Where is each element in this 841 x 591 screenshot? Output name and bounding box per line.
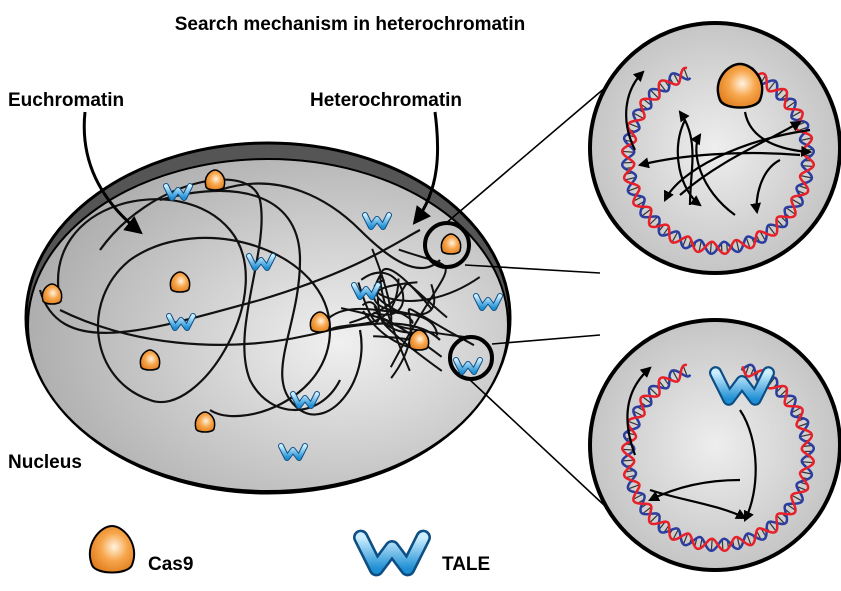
cas9-zoom-marker (423, 221, 471, 269)
cas9-protein-icon (440, 233, 462, 255)
tale-protein-icon (278, 443, 308, 461)
cas9-protein-icon (41, 283, 63, 305)
tale-search-inset (588, 318, 841, 572)
cas9-protein-icon (309, 311, 331, 333)
tale-protein-icon (351, 282, 381, 300)
tale-protein-icon (290, 391, 320, 409)
tale-protein-icon (709, 366, 775, 406)
tale-protein-icon (362, 212, 392, 230)
nucleus (24, 141, 512, 495)
cas9-protein-icon (169, 271, 191, 293)
tale-protein-icon (353, 529, 431, 577)
cas9-protein-icon (139, 349, 161, 371)
cas9-search-inset (588, 21, 841, 275)
tale-protein-icon (166, 313, 196, 331)
cas9-protein-icon (194, 411, 216, 433)
legend-tale-icon (353, 529, 431, 577)
tale-protein-icon (473, 293, 503, 311)
tale-protein-icon (163, 183, 193, 201)
legend-cas9-label: Cas9 (148, 554, 193, 575)
legend-tale-label: TALE (442, 554, 490, 575)
heterochromatin-label: Heterochromatin (310, 90, 462, 111)
cas9-protein-icon (716, 62, 764, 109)
euchromatin-label: Euchromatin (8, 90, 124, 111)
diagram-title: Search mechanism in heterochromatin (175, 14, 526, 35)
proteins-layer (41, 169, 503, 461)
cas9-protein-icon (408, 329, 430, 351)
tale-protein-icon (709, 366, 775, 406)
tale-protein-icon (246, 253, 276, 271)
legend-cas9-icon (89, 524, 135, 574)
heterochromatin-pointer-arrow (412, 111, 440, 225)
legend: Cas9 TALE (89, 524, 490, 577)
nucleus-label: Nucleus (8, 452, 82, 473)
tale-zoom-marker (448, 335, 494, 381)
euchromatin-fibers (38, 178, 441, 418)
cas9-protein-icon (204, 169, 226, 191)
tale-protein-icon (453, 357, 483, 375)
euchromatin-pointer-arrow (82, 111, 143, 235)
